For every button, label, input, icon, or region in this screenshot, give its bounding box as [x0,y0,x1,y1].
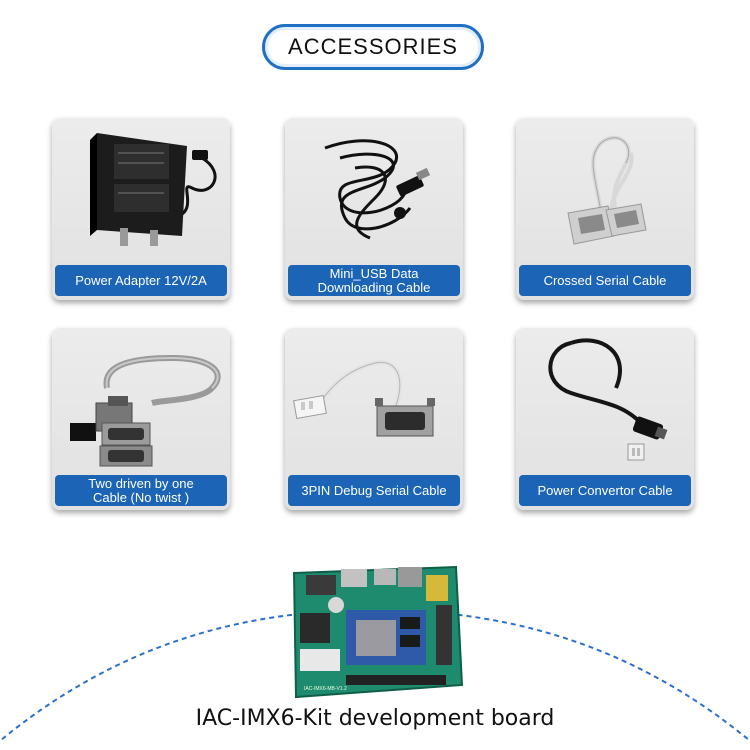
debug-cable-icon [293,359,435,437]
accessory-label: Mini_USB Data Downloading Cable [288,265,460,296]
accessory-card-debug-cable: 3PIN Debug Serial Cable [285,328,463,510]
usb-cable-icon [324,139,431,240]
development-board-image: IAC-IMX6-MB-V1.2 [292,565,464,699]
serial-cable-icon [567,135,647,245]
accessory-label: Power Adapter 12V/2A [55,265,227,296]
accessory-card-usb-cable: Mini_USB Data Downloading Cable [285,118,463,300]
accessory-label: Power Convertor Cable [519,475,691,506]
accessory-label: Two driven by one Cable (No twist ) [55,475,227,506]
accessory-card-power-adapter: Power Adapter 12V/2A [52,118,230,300]
power-adapter-icon [90,133,217,246]
accessory-label: Crossed Serial Cable [519,265,691,296]
accessory-label: 3PIN Debug Serial Cable [288,475,460,506]
accessory-card-dual-serial-cable: Two driven by one Cable (No twist ) [52,328,230,510]
board-silkscreen: IAC-IMX6-MB-V1.2 [304,686,347,692]
dual-serial-cable-icon [70,354,221,467]
accessory-card-dc-cable: Power Convertor Cable [516,328,694,510]
dc-cable-icon [548,338,668,461]
decorative-arc [0,608,750,743]
accessory-card-serial-cable: Crossed Serial Cable [516,118,694,300]
section-title: ACCESSORIES [262,24,484,70]
product-caption: IAC-IMX6-Kit development board [195,706,555,731]
